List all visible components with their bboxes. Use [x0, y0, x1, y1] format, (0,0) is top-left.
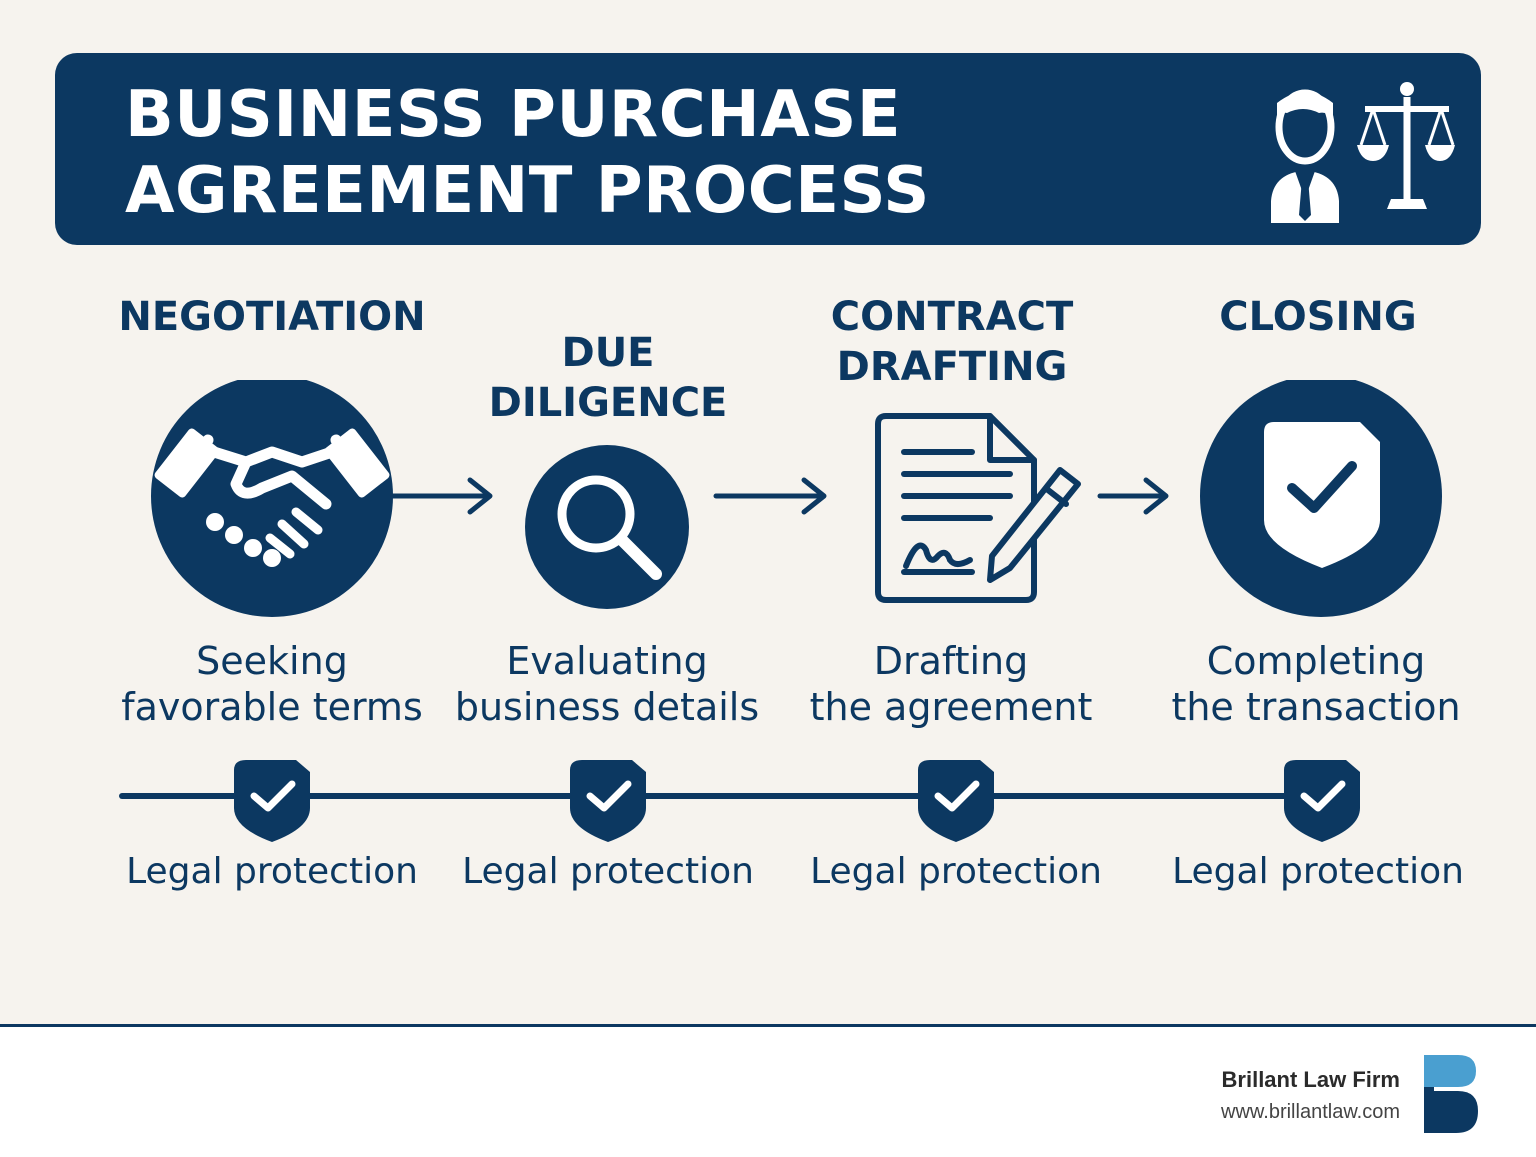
shield-check-icon — [570, 760, 646, 842]
protection-label-due-diligence: Legal protection — [462, 851, 754, 892]
arrow-right-icon — [1097, 477, 1169, 515]
footer: Brillant Law Firm www.brillantlaw.com — [0, 1024, 1536, 1157]
title-line-1: BUSINESS PURCHASE — [125, 78, 902, 152]
handshake-icon — [151, 380, 393, 617]
step-title-due-diligence: DUE DILIGENCE — [488, 330, 728, 426]
signed-document-icon — [875, 413, 1081, 603]
firm-name: Brillant Law Firm — [1221, 1067, 1400, 1092]
arrow-right-icon — [390, 477, 493, 515]
protection-label-contract-drafting: Legal protection — [810, 851, 1102, 892]
shield-check-icon — [234, 760, 310, 842]
header-banner: BUSINESS PURCHASE AGREEMENT PROCESS — [55, 53, 1481, 245]
page-title: BUSINESS PURCHASE AGREEMENT PROCESS — [125, 77, 930, 229]
protection-label-negotiation: Legal protection — [126, 851, 418, 892]
shield-check-icon — [918, 760, 994, 842]
title-line-2: AGREEMENT PROCESS — [125, 154, 930, 228]
process-flow-graphics — [151, 380, 1442, 617]
lawyer-scales-icon — [1271, 82, 1455, 223]
step-description-negotiation: Seeking favorable terms — [121, 639, 423, 729]
shield-check-icon — [1284, 760, 1360, 842]
magnifier-icon — [525, 445, 689, 609]
step-title-negotiation: NEGOTIATION — [118, 294, 426, 340]
step-description-closing: Completing the transaction — [1171, 639, 1461, 729]
step-description-contract-drafting: Drafting the agreement — [809, 639, 1093, 729]
firm-url[interactable]: www.brillantlaw.com — [1221, 1101, 1400, 1123]
step-title-closing: CLOSING — [1219, 294, 1417, 340]
protection-timeline — [119, 760, 1360, 842]
arrow-right-icon — [713, 477, 827, 515]
step-title-contract-drafting: CONTRACT DRAFTING — [830, 294, 1074, 390]
shield-check-icon — [1200, 380, 1442, 617]
protection-label-closing: Legal protection — [1172, 851, 1464, 892]
brillant-b-logo-icon — [1424, 1055, 1478, 1133]
step-description-due-diligence: Evaluating business details — [454, 639, 760, 729]
